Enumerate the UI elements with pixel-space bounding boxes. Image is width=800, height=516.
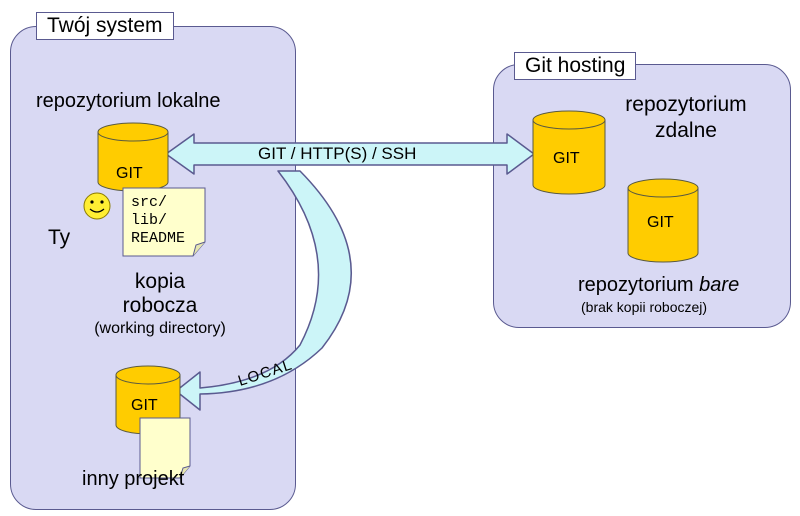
remote-repo-cylinder bbox=[532, 110, 606, 195]
bare-repo-git-label: GIT bbox=[647, 214, 674, 231]
local-repo-git-label: GIT bbox=[116, 165, 143, 182]
network-protocol-label: GIT / HTTP(S) / SSH bbox=[258, 144, 417, 163]
local-system-title: Twój system bbox=[36, 12, 174, 40]
user-smiley-icon bbox=[83, 192, 111, 220]
working-copy-note-label: (working directory) bbox=[94, 320, 226, 337]
working-copy-label-line1: kopia bbox=[134, 270, 186, 293]
bare-repo-cylinder bbox=[627, 178, 699, 263]
local-protocol-label: LOCAL bbox=[236, 356, 295, 390]
bare-repo-label-italic: bare bbox=[699, 274, 740, 296]
local-repo-cylinder bbox=[97, 122, 169, 192]
other-project-label: inny projekt bbox=[82, 468, 185, 490]
file-entry-src: src/ bbox=[131, 194, 168, 211]
remote-repo-git-label: GIT bbox=[553, 150, 580, 167]
remote-repo-label-line2: zdalne bbox=[655, 119, 717, 142]
bare-repo-label: repozytorium bare bbox=[578, 274, 739, 297]
other-project-git-label: GIT bbox=[131, 397, 158, 414]
working-copy-file-list: src/ lib/ README bbox=[131, 194, 185, 248]
bare-repo-note: (brak kopii roboczej) bbox=[581, 299, 708, 315]
bare-repo-label-prefix: repozytorium bbox=[578, 274, 700, 296]
working-copy-label-line2: robocza bbox=[122, 294, 198, 317]
local-repo-label: repozytorium lokalne bbox=[36, 90, 221, 112]
git-hosting-title: Git hosting bbox=[514, 52, 637, 80]
user-label: Ty bbox=[48, 226, 71, 249]
remote-repo-label-line1: repozytorium bbox=[625, 93, 747, 116]
file-entry-readme: README bbox=[131, 230, 186, 247]
file-entry-lib: lib/ bbox=[131, 212, 168, 229]
